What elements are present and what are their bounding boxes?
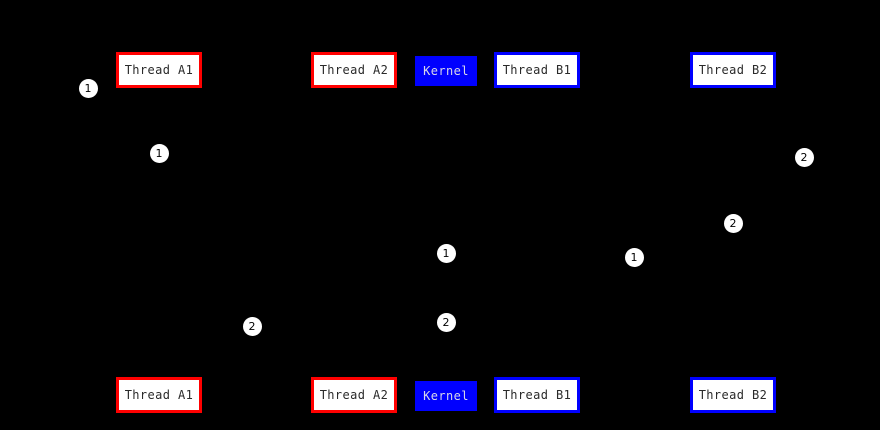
sequence-number-badge: 2 [242, 316, 262, 336]
participant-box-thread-b2-top[interactable]: Thread B2 [690, 52, 776, 88]
participant-label: Thread B2 [698, 63, 768, 77]
lifeline [733, 88, 734, 377]
sequence-number-badge: 2 [436, 312, 456, 332]
sequence-number-badge: 1 [78, 78, 98, 98]
participant-box-thread-b2-bottom[interactable]: Thread B2 [690, 377, 776, 413]
lifeline [537, 88, 538, 377]
participant-box-thread-b1-bottom[interactable]: Thread B1 [494, 377, 580, 413]
lifeline [354, 88, 355, 377]
lifeline [159, 88, 160, 377]
participant-box-kernel-bottom[interactable]: Kernel [415, 381, 477, 411]
participant-box-thread-a2-bottom[interactable]: Thread A2 [311, 377, 397, 413]
participant-label: Kernel [423, 64, 469, 78]
participant-label: Thread B2 [698, 388, 768, 402]
lifeline [446, 86, 447, 381]
participant-box-thread-a1-bottom[interactable]: Thread A1 [116, 377, 202, 413]
sequence-number-badge: 1 [149, 143, 169, 163]
sequence-number-badge: 2 [794, 147, 814, 167]
participant-label: Thread B1 [502, 63, 572, 77]
participant-box-thread-b1-top[interactable]: Thread B1 [494, 52, 580, 88]
participant-box-thread-a1-top[interactable]: Thread A1 [116, 52, 202, 88]
participant-label: Thread A2 [319, 388, 389, 402]
participant-label: Thread A2 [319, 63, 389, 77]
participant-label: Thread A1 [124, 63, 194, 77]
sequence-number-badge: 1 [436, 243, 456, 263]
message-arrow [159, 327, 261, 328]
participant-box-thread-a2-top[interactable]: Thread A2 [311, 52, 397, 88]
message-arrow [96, 88, 159, 89]
participant-label: Thread A1 [124, 388, 194, 402]
participant-label: Thread B1 [502, 388, 572, 402]
participant-label: Kernel [423, 389, 469, 403]
participant-box-kernel-top[interactable]: Kernel [415, 56, 477, 86]
sequence-number-badge: 2 [723, 213, 743, 233]
message-arrow [354, 324, 455, 325]
message-arrow [537, 258, 642, 259]
sequence-number-badge: 1 [624, 247, 644, 267]
message-arrow [159, 155, 240, 156]
message-arrow [733, 158, 812, 159]
